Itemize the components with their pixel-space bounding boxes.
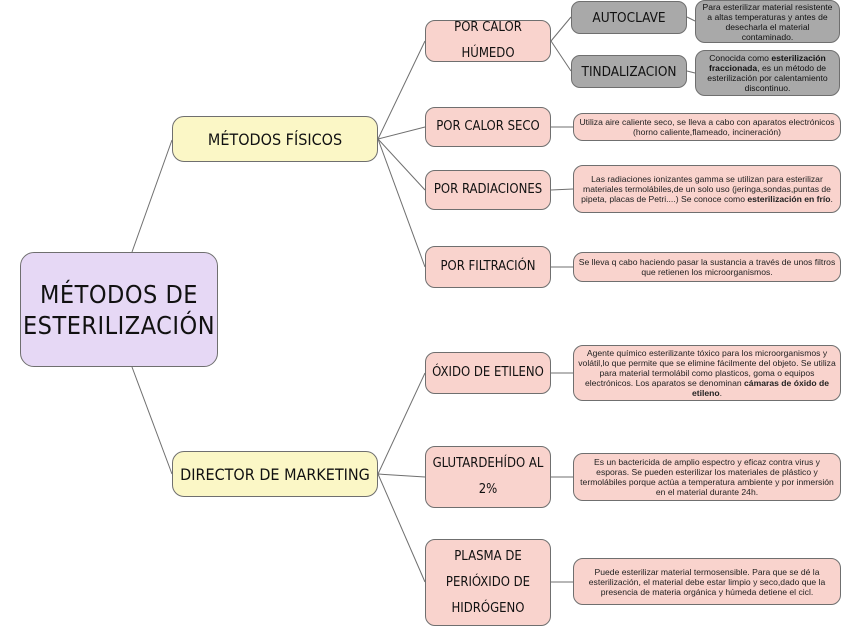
leaf-tindalizacion: TINDALIZACION	[571, 55, 687, 88]
edge-fisicos-radiaciones	[377, 138, 426, 191]
edge-root-fisicos	[131, 139, 173, 253]
desc-tindalizacion-text: Conocida como esterilización fraccionada…	[707, 53, 828, 93]
desc-radiaciones: Las radiaciones ionizantes gamma se util…	[573, 165, 841, 213]
desc-glutardehido: Es un bactericida de amplio espectro y e…	[573, 453, 841, 501]
sub-filtracion: POR FILTRACIÓN	[425, 246, 551, 288]
edge-tindalizacion-desc	[686, 70, 696, 74]
edge-marketing-plasma	[377, 473, 426, 583]
desc-calor-seco-text: Utiliza aire caliente seco, se lleva a c…	[579, 117, 835, 137]
edge-root-marketing	[131, 366, 173, 475]
edge-autoclave-desc	[686, 16, 696, 22]
root-node: MÉTODOS DE ESTERILIZACIÓN	[20, 252, 218, 367]
desc-tindalizacion-bold: esterilización fraccionada	[708, 53, 826, 73]
desc-oxido-etileno-text: Agente químico esterilizante tóxico para…	[578, 348, 836, 398]
edge-humedo-tindalizacion	[550, 40, 572, 72]
desc-calor-seco: Utiliza aire caliente seco, se lleva a c…	[573, 113, 841, 141]
edge-marketing-oxido	[377, 372, 426, 475]
category-director-marketing: DIRECTOR DE MARKETING	[172, 451, 378, 497]
sub-calor-seco: POR CALOR SECO	[425, 107, 551, 147]
desc-oxido-etileno: Agente químico esterilizante tóxico para…	[573, 345, 841, 401]
sub-radiaciones: POR RADIACIONES	[425, 170, 551, 210]
category-metodos-fisicos: MÉTODOS FÍSICOS	[172, 116, 378, 162]
desc-filtracion: Se lleva q cabo haciendo pasar la sustan…	[573, 252, 841, 282]
desc-tindalizacion: Conocida como esterilización fraccionada…	[695, 50, 840, 96]
desc-radiaciones-bold: esterilización en frío	[747, 194, 831, 204]
desc-oxido-bold: cámaras de óxido de etileno	[691, 378, 830, 398]
desc-radiaciones-text: Las radiaciones ionizantes gamma se util…	[581, 174, 833, 204]
sub-plasma-peroxido: PLASMA DE PERIÓXIDO DE HIDRÓGENO	[425, 539, 551, 626]
sub-glutardehido: GLUTARDEHÍDO AL 2%	[425, 446, 551, 508]
desc-glutardehido-text: Es un bactericida de amplio espectro y e…	[580, 457, 834, 497]
edge-fisicos-humedo	[377, 40, 426, 140]
desc-filtracion-text: Se lleva q cabo haciendo pasar la sustan…	[578, 257, 836, 277]
edge-fisicos-seco	[377, 126, 426, 140]
leaf-autoclave: AUTOCLAVE	[571, 1, 687, 34]
edge-marketing-glutardehido	[377, 473, 426, 478]
edge-radiaciones-desc	[550, 188, 574, 191]
desc-plasma-text: Puede esterilizar material termosensible…	[588, 566, 826, 597]
sub-oxido-etileno: ÓXIDO DE ETILENO	[425, 352, 551, 394]
edge-fisicos-filtracion	[377, 138, 426, 268]
edge-humedo-autoclave	[550, 16, 572, 42]
desc-plasma: Puede esterilizar material termosensible…	[573, 558, 841, 605]
desc-autoclave-text: Para esterilizar material resistente a a…	[702, 1, 833, 42]
desc-autoclave: Para esterilizar material resistente a a…	[695, 0, 840, 43]
sub-calor-humedo: POR CALOR HÚMEDO	[425, 20, 551, 62]
